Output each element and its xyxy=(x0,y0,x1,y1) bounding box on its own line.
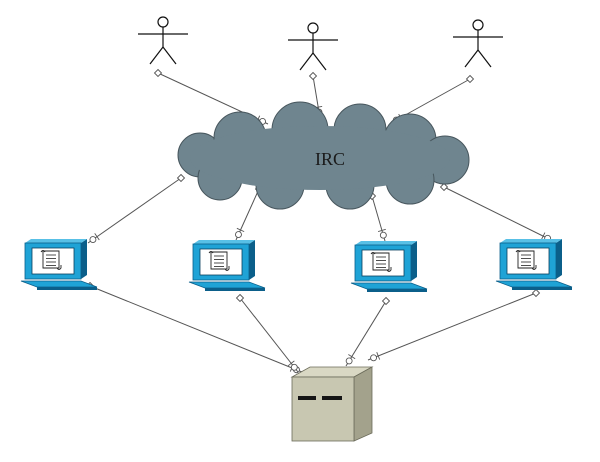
cloud-icon xyxy=(177,101,470,210)
computers xyxy=(20,239,573,292)
connection-line xyxy=(367,191,387,242)
irc-cloud: IRC xyxy=(177,101,470,210)
computer-monitor-icon xyxy=(20,239,98,290)
document-scroll-icon xyxy=(208,251,230,271)
stick-figure-icon xyxy=(453,19,503,68)
server-tower-icon xyxy=(290,366,374,442)
cloud-label: IRC xyxy=(315,149,345,169)
users xyxy=(138,16,503,71)
connection-line xyxy=(235,293,299,373)
connection-line xyxy=(345,296,391,367)
computer-monitor-icon xyxy=(350,241,428,292)
computer-monitor-icon xyxy=(188,240,266,291)
stick-figure-icon xyxy=(138,16,188,65)
document-scroll-icon xyxy=(370,252,392,272)
document-scroll-icon xyxy=(40,250,62,270)
computer-monitor-icon xyxy=(495,239,573,290)
connection-line xyxy=(87,173,186,244)
stick-figure-icon xyxy=(288,22,338,71)
server xyxy=(290,366,374,442)
connection-line xyxy=(367,288,541,362)
connection-line xyxy=(85,281,303,374)
connection-line xyxy=(439,182,554,242)
document-scroll-icon xyxy=(515,250,537,270)
